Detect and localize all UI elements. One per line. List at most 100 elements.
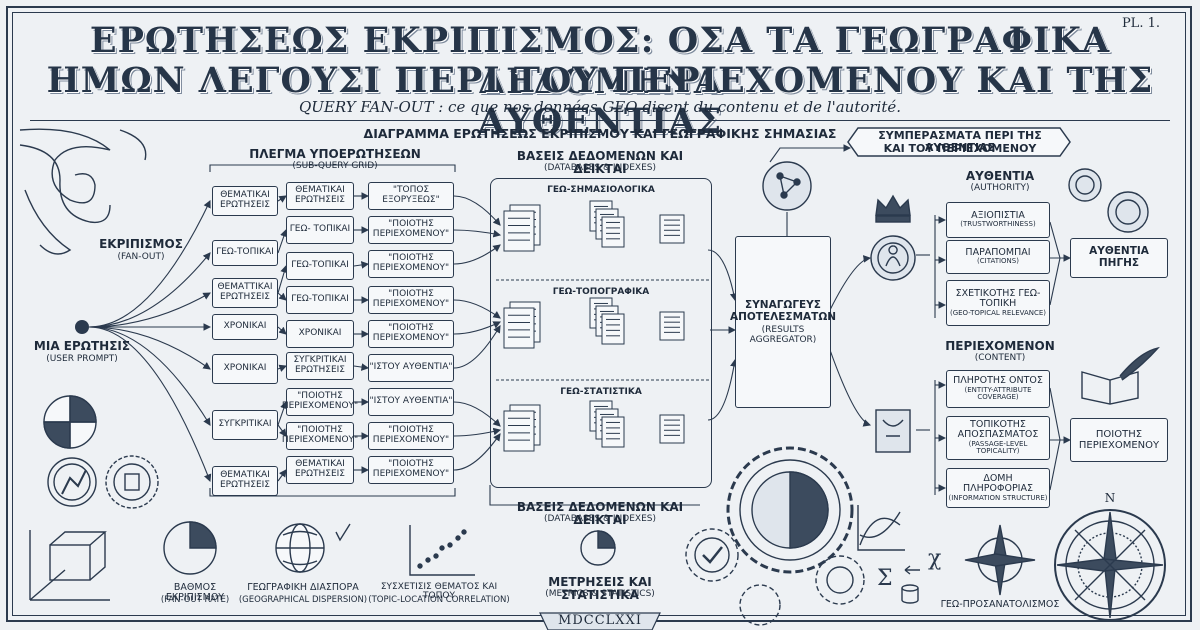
dispersion-label: ΓΕΩΓΡΑΦΙΚΗ ΔΙΑΣΠΟΡΑ (247, 582, 359, 593)
subquery-type: "ΠΟΙΟΤΗΣ ΠΕΡΙΕΧΟΜΕΝΟΥ" (282, 388, 358, 416)
subquery-type: "ΠΟΙΟΤΗΣ ΠΕΡΙΕΧΟΜΕΝΟΥ" (282, 422, 358, 450)
citations-sub: (CITATIONS) (977, 257, 1019, 266)
results-aggregator: ΣΥΝΑΓΩΓΕΥΣ ΑΠΟΤΕΛΕΣΜΑΤΩΝ (RESULTS AGGREG… (730, 236, 836, 408)
source-authority-box: ΑΥΘΕΝΤΙΑ ΠΗΓΗΣ (1070, 238, 1168, 278)
geo-topical-label: ΣΧΕΤΙΚΟΤΗΣ ΓΕΩ-ΤΟΠΙΚΗ (955, 287, 1041, 310)
subquery-type: ΘΕΜΑΤΙΚΑΙ ΕΡΩΤΗΣΕΙΣ (286, 182, 354, 210)
compass-rose-icon (964, 524, 1036, 596)
svg-text:χ: χ (928, 546, 941, 571)
aggregator-label: ΣΥΝΑΓΩΓΕΥΣ ΑΠΟΤΕΛΕΣΜΑΤΩΝ (729, 299, 837, 323)
passage-topicality-sub: (PASSAGE-LEVEL TOPICALITY) (968, 439, 1028, 456)
subquery-focus: "ΙΣΤΟΥ ΑΥΘΕΝΤΙΑ" (368, 354, 454, 382)
wax-seal-icon (1068, 168, 1149, 233)
scroll-ornament-icon (19, 128, 147, 255)
information-structure-sub: (INFORMATION STRUCTURE) (948, 493, 1048, 502)
subquery-type: ΓΕΩ-ΤΟΠΙΚΑΙ (286, 252, 354, 280)
fanout-label: ΕΚΡΙΠΙΣΜΟΣ (99, 237, 183, 251)
diagram-title: ΔΙΑΓΡΑΜΜΑ ΕΡΩΤΗΣΕΩΣ ΕΚΡΙΠΙΣΜΟΥ ΚΑΙ ΓΕΩΓΡ… (363, 126, 837, 141)
conclusions-line-1: ΣΥΜΠΕΡΑΣΜΑΤΑ ΠΕΡΙ ΤΗΣ ΑΥΘΕΝΤΙΑΣ (878, 129, 1042, 154)
subtitle: QUERY FAN-OUT : ce que nos données GEO d… (298, 98, 902, 116)
passage-topicality-box: ΤΟΠΙΚΟΤΗΣ ΑΠΟΣΠΑΣΜΑΤΟΣ (PASSAGE-LEVEL TO… (946, 416, 1050, 460)
correlation-label: ΣΥΣΧΕΤΙΣΙΣ ΘΕΜΑΤΟΣ ΚΑΙ ΤΟΠΟΥ (380, 582, 498, 602)
grid-title: ΠΛΕΓΜΑ ΥΠΟΕΡΩΤΗΣΕΩΝ (249, 147, 421, 161)
metrics-pie-icon (580, 530, 616, 566)
math-symbols-icon: χ Σ (877, 546, 941, 604)
geo-topical-relevance-box: ΣΧΕΤΙΚΟΤΗΣ ΓΕΩ-ΤΟΠΙΚΗ (GEO-TOPICAL RELEV… (946, 280, 1050, 326)
content-sub: (CONTENT) (974, 353, 1026, 363)
subquery-focus: "ΠΟΙΟΤΗΣ ΠΕΡΙΕΧΟΜΕΝΟΥ" (368, 250, 454, 278)
content-quality-box: ΠΟΙΟΤΗΣ ΠΕΡΙΕΧΟΜΕΝΟΥ (1070, 418, 1168, 462)
db-section-semantic: ΓΕΩ-ΣΗΜΑΣΙΟΛΟΓΙΚΑ (547, 185, 655, 195)
authority-title: ΑΥΘΕΝΤΙΑ (965, 169, 1035, 183)
trustworthiness-box: ΑΞΙΟΠΙΣΤΙΑ (TRUSTWORTHINESS) (946, 202, 1050, 238)
title-line-1: ΕΡΩΤΗΣΕΩΣ ΕΚΡΙΠΙΣΜΟΣ: ΟΣΑ ΤΑ ΓΕΩΓΡΑΦΙΚΑ … (89, 20, 1111, 102)
passage-topicality-label: ΤΟΠΙΚΟΤΗΣ ΑΠΟΣΠΑΣΜΑΤΟΣ (957, 418, 1039, 441)
subquery-category: ΓΕΩ-ΤΟΠΙΚΑΙ (212, 240, 278, 266)
db-title: ΒΑΣΕΙΣ ΔΕΔΟΜΕΝΩΝ ΚΑΙ ΔΕΙΚΤΑΙ (516, 149, 684, 176)
fanout-rate-sub: (FAN-OUT RATE) (160, 595, 230, 605)
metrics-label: ΜΕΤΡΗΣΕΙΣ ΚΑΙ ΣΤΑΤΙΣΤΙΚΑ (548, 575, 652, 602)
subquery-category: ΘΕΜΑΤΙΚΑΙ ΕΡΩΤΗΣΕΙΣ (212, 186, 278, 216)
subquery-focus: "ΠΟΙΟΤΗΣ ΠΕΡΙΕΧΟΜΕΝΟΥ" (368, 422, 454, 450)
citations-label: ΠΑΡΑΠΟΜΠΑΙ (965, 246, 1031, 258)
svg-text:Σ: Σ (877, 566, 893, 591)
prompt-sub: (USER PROMPT) (46, 354, 118, 364)
cube-axis-icon (29, 530, 110, 601)
trustworthiness-sub: (TRUSTWORTHINESS) (960, 220, 1036, 229)
subquery-category: ΧΡΟΝΙΚΑΙ (212, 314, 278, 340)
entity-coverage-label: ΠΛΗΡΟΤΗΣ ΟΝΤΟΣ (953, 375, 1043, 387)
databases-panel (490, 178, 712, 488)
authority-sub: (AUTHORITY) (970, 183, 1030, 193)
open-book-icon (1081, 346, 1160, 405)
large-gear-icon (726, 446, 854, 574)
scatter-plot-icon (409, 525, 475, 576)
subquery-focus: "ΠΟΙΟΤΗΣ ΠΕΡΙΕΧΟΜΕΝΟΥ" (368, 456, 454, 484)
subquery-focus: "ΠΟΙΟΤΗΣ ΠΕΡΙΕΧΟΜΕΝΟΥ" (368, 216, 454, 244)
db-bottom-sub: (DATABASES & INDEXES) (544, 514, 656, 524)
line-chart-icon (857, 505, 905, 551)
roman-numeral: MDCCLXXI (558, 613, 642, 628)
subquery-type: ΓΕΩ-ΤΟΠΙΚΑΙ (286, 286, 354, 314)
compass-north: N (1104, 491, 1116, 505)
db-section-statistical: ΓΕΩ-ΣΤΑΤΙΣΤΙΚΑ (560, 387, 642, 397)
dispersion-sub: (GEOGRAPHICAL DISPERSION) (238, 595, 368, 605)
fanout-rate-label: ΒΑΘΜΟΣ ΕΚΡΙΠΙΣΜΟΥ (165, 582, 225, 603)
db-sub: (DATABASES & INDEXES) (544, 163, 656, 173)
gear-person-icon (105, 455, 159, 509)
gear-check-icon (685, 528, 739, 582)
small-gear-icon (739, 555, 865, 626)
information-structure-box: ΔΟΜΗ ΠΛΗΡΟΦΟΡΙΑΣ (INFORMATION STRUCTURE) (946, 468, 1050, 508)
information-structure-label: ΔΟΜΗ ΠΛΗΡΟΦΟΡΙΑΣ (963, 472, 1033, 495)
subquery-category: ΘΕΜΑΤΤΙΚΑΙ ΕΡΩΤΗΣΕΙΣ (212, 278, 278, 308)
trustworthiness-label: ΑΞΙΟΠΙΣΤΙΑ (971, 209, 1025, 221)
orientation-label: ΓΕΩ-ΠΡΟΣΑΝΑΤΟΛΙΣΜΟΣ (940, 599, 1060, 610)
metrics-sub: (METRICS & STATISTICS) (545, 589, 655, 599)
large-compass-icon (1054, 509, 1166, 621)
subquery-focus: "ΠΟΙΟΤΗΣ ΠΕΡΙΕΧΟΜΕΝΟΥ" (368, 286, 454, 314)
geo-topical-sub: (GEO-TOPICAL RELEVANCE) (949, 308, 1047, 317)
subquery-type: ΘΕΜΑΤΙΚΑΙ ΕΡΩΤΗΣΕΙΣ (286, 456, 354, 484)
subquery-focus: "ΙΣΤΟΥ ΑΥΘΕΝΤΙΑ" (368, 388, 454, 416)
gear-chart-icon (47, 457, 97, 507)
subquery-category: ΘΕΜΑΤΙΚΑΙ ΕΡΩΤΗΣΕΙΣ (212, 466, 278, 496)
title-line-2: ΗΜΩΝ ΛΕΓΟΥΣΙ ΠΕΡΙ ΤΟΥ ΠΕΡΙΕΧΟΜΕΝΟΥ ΚΑΙ Τ… (46, 60, 1154, 142)
aggregator-sub: (RESULTS AGGREGATOR) (749, 325, 817, 345)
title-rule (30, 120, 1170, 121)
subquery-focus: "ΤΟΠΟΣ ΕΞΟΡΥΞΕΩΣ" (368, 182, 454, 210)
globe-icon (275, 523, 351, 573)
correlation-sub: (TOPIC-LOCATION CORRELATION) (368, 595, 510, 605)
content-title: ΠΕΡΙΕΧΟΜΕΝΟΝ (945, 339, 1055, 353)
fanout-sub: (FAN-OUT) (117, 252, 165, 262)
entity-coverage-sub: (ENTITY-ATTRIBUTE COVERAGE) (964, 385, 1032, 402)
fanout-rate-pie-icon (163, 521, 217, 575)
prompt-label: ΜΙΑ ΕΡΩΤΗΣΙΣ (33, 339, 131, 353)
pie-icon (43, 395, 97, 449)
plate-number: PL. 1. (1121, 16, 1160, 31)
subquery-type: ΣΥΓΚΡΙΤΙΚΑΙ ΕΡΩΤΗΣΕΙΣ (286, 352, 354, 380)
subquery-category: ΣΥΓΚΡΙΤΙΚΑΙ (212, 410, 278, 440)
